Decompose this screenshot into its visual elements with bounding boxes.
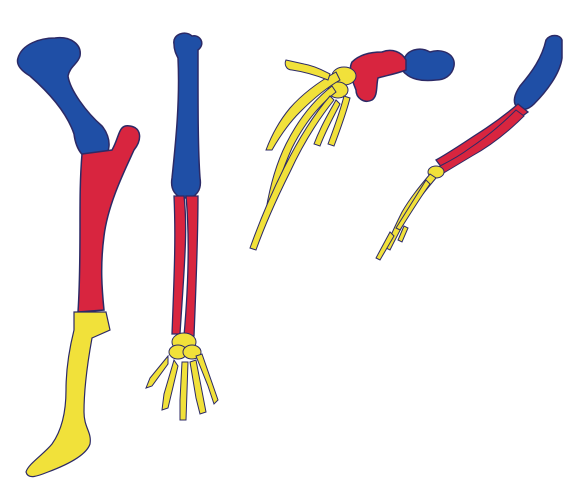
- limb4-upper-bone: [514, 36, 562, 110]
- limb-2-arm: [146, 33, 218, 420]
- limb1-hand-bones: [26, 312, 110, 477]
- limb-1-hoofed-leg: [18, 38, 140, 477]
- limb1-upper-bone: [18, 38, 110, 161]
- limb2-upper-bone: [172, 33, 202, 198]
- limb-3-wing: [250, 49, 454, 250]
- limb3-hand-bones: [250, 60, 356, 250]
- limb1-forearm-bone: [78, 126, 140, 312]
- limb2-hand-bones: [146, 333, 218, 420]
- limb4-hand-bones: [376, 166, 444, 260]
- limb4-forearm-bone-b: [440, 110, 524, 174]
- limb2-forearm-bone-a: [172, 196, 186, 334]
- limb3-upper-bone: [402, 49, 454, 80]
- limb3-forearm-bones: [350, 50, 406, 101]
